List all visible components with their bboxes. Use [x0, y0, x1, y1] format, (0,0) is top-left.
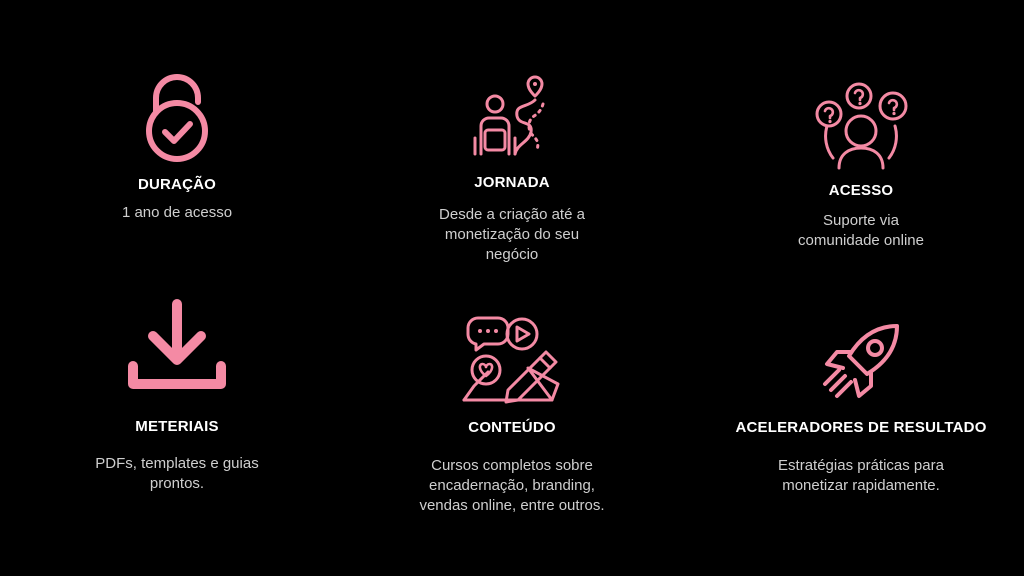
description-line: negócio: [485, 246, 539, 263]
feature-title: CONTEÚDO: [468, 419, 556, 436]
description-line: PDFs, templates e guias: [95, 455, 259, 472]
feature-title: ACESSO: [828, 182, 894, 199]
feature-description: 1 ano de acesso: [27, 203, 327, 223]
description-line: vendas online, entre outros.: [419, 497, 605, 514]
feature-description: PDFs, templates e guias prontos.: [27, 454, 327, 494]
feature-description: Suporte via comunidade online: [711, 211, 1011, 251]
journey-path-icon: [467, 70, 557, 160]
feature-title: ACELERADORES DE RESULTADO: [735, 419, 987, 436]
description-line: Cursos completos sobre: [431, 457, 593, 474]
rocket-icon: [819, 320, 903, 404]
feature-description: Estratégias práticas para monetizar rapi…: [711, 456, 1011, 496]
feature-card-jornada: JORNADA Desde a criação até a monetizaçã…: [362, 70, 662, 270]
feature-title: JORNADA: [474, 174, 550, 191]
description-line: Suporte via: [823, 212, 899, 229]
feature-card-aceleradores: ACELERADORES DE RESULTADO Estratégias pr…: [711, 320, 1011, 520]
feature-card-conteudo: CONTEÚDO Cursos completos sobre encadern…: [362, 314, 662, 524]
description-line: monetizar rapidamente.: [782, 477, 940, 494]
description-line: Desde a criação até a: [439, 206, 585, 223]
description-line: encadernação, branding,: [429, 477, 595, 494]
feature-title: METERIAIS: [135, 418, 219, 435]
feature-description: Desde a criação até a monetização do seu…: [362, 205, 662, 265]
content-creation-icon: [460, 314, 564, 406]
feature-card-acesso: ACESSO Suporte via comunidade online: [711, 80, 1011, 260]
description-line: comunidade online: [798, 232, 924, 249]
unlocked-padlock-check-icon: [142, 72, 212, 164]
download-icon: [127, 298, 227, 396]
description-line: prontos.: [149, 475, 205, 492]
feature-title: DURAÇÃO: [137, 176, 217, 193]
feature-card-duracao: DURAÇÃO 1 ano de acesso: [27, 70, 327, 240]
description-line: monetização do seu: [444, 226, 580, 243]
description-line: 1 ano de acesso: [121, 204, 233, 221]
feature-card-materiais: METERIAIS PDFs, templates e guias pronto…: [27, 298, 327, 498]
community-questions-icon: [813, 80, 909, 170]
description-line: Estratégias práticas para: [778, 457, 944, 474]
feature-description: Cursos completos sobre encadernação, bra…: [362, 456, 662, 516]
